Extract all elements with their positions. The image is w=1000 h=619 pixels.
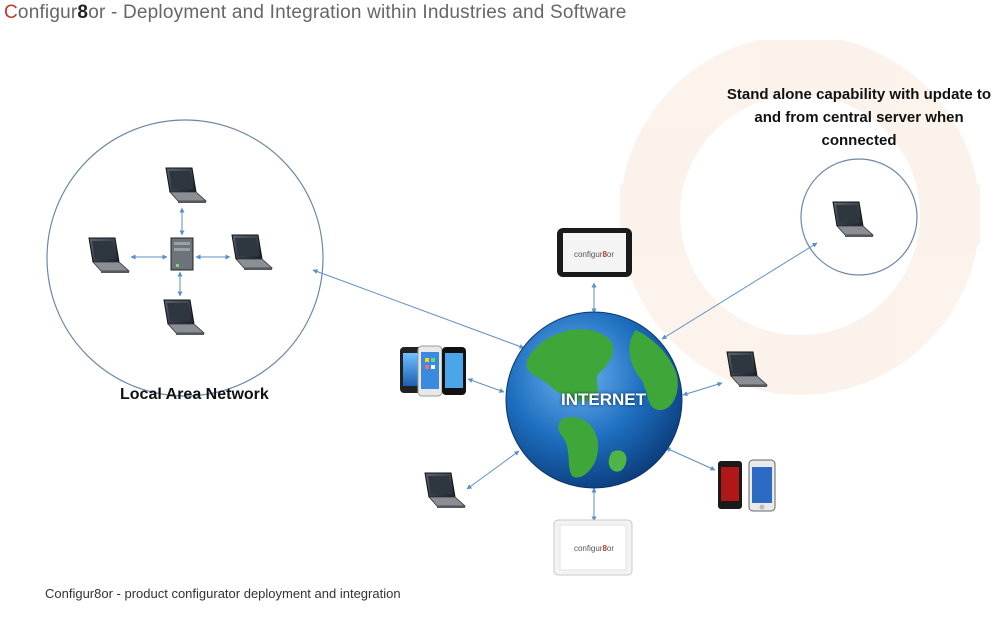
tablet-icon: configur8or — [557, 228, 632, 277]
tablet-icon: configur8or — [553, 519, 633, 576]
lan-connectors — [130, 207, 231, 297]
figure-caption: Configur8or - product configurator deplo… — [45, 586, 401, 601]
internet-connectors — [312, 242, 818, 522]
brand-prefix: configur — [574, 250, 603, 259]
brand-prefix: configur — [574, 544, 603, 553]
standalone-label: Stand alone capability with update to an… — [726, 86, 992, 149]
title-initial: C — [4, 2, 18, 23]
globe-icon — [505, 311, 683, 489]
gear-watermark — [620, 40, 980, 395]
brand-eight: 8 — [602, 250, 607, 259]
page-title: Configur8or - Deployment and Integration… — [4, 2, 627, 24]
deployment-diagram: configur8or configur8or — [46, 40, 980, 576]
brand-eight: 8 — [602, 544, 607, 553]
internet-label: INTERNET — [561, 390, 646, 409]
tablet-brand-text: configur8or — [574, 250, 614, 259]
brand-suffix: or — [607, 544, 614, 553]
title-part1: onfigur — [17, 2, 78, 23]
lan-label: Local Area Network — [120, 386, 269, 403]
title-eight: 8 — [77, 2, 89, 23]
laptop-icon — [424, 472, 466, 509]
server-icon — [170, 237, 194, 271]
tablet-brand-text: configur8or — [574, 544, 614, 553]
brand-suffix: or — [607, 250, 614, 259]
smartphones-icon — [718, 459, 776, 512]
smartphones-icon — [400, 345, 466, 397]
title-part2: or - Deployment and Integration within I… — [88, 2, 627, 23]
